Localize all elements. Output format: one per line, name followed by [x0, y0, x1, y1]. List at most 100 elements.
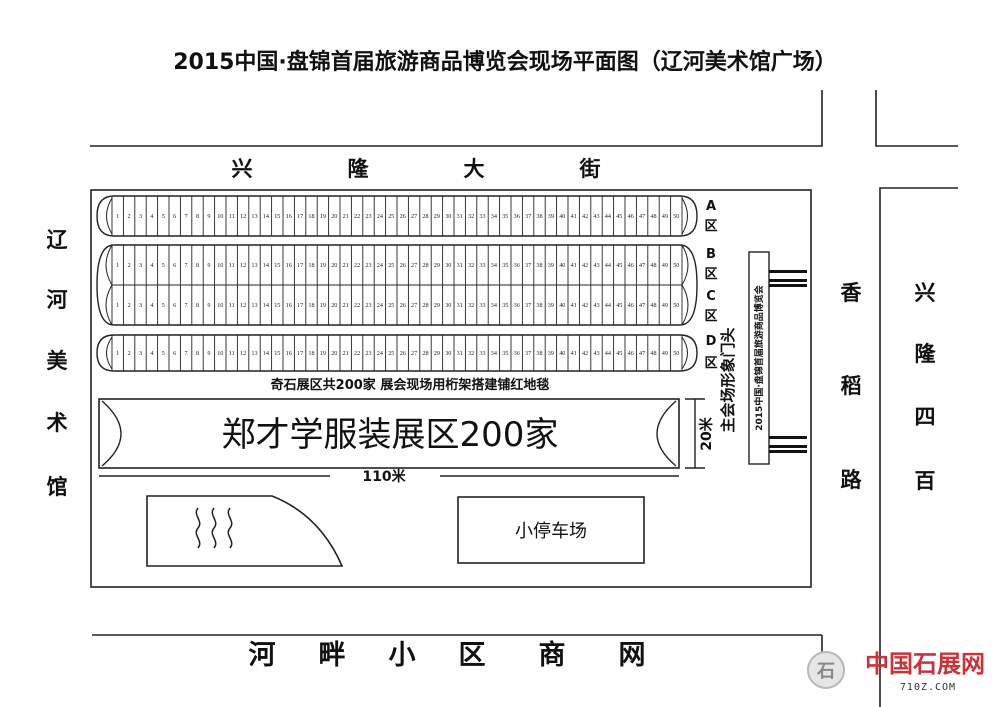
gate-post-bar [769, 445, 807, 448]
booth-number: 47 [639, 262, 645, 269]
booth-number: 43 [593, 302, 599, 309]
booth-number: 9 [207, 302, 210, 309]
road-char: 稻 [841, 374, 862, 398]
zone-letter: D [706, 334, 717, 349]
booth-number: 47 [639, 350, 645, 357]
booth-number: 4 [150, 262, 153, 269]
booth-number: 21 [343, 350, 349, 357]
booth-number: 35 [502, 302, 508, 309]
booth-cap-curve [106, 336, 113, 370]
booth-number: 25 [388, 302, 394, 309]
booth-number: 26 [400, 262, 406, 269]
zone-b-label: B 区 [704, 247, 717, 282]
booth-number: 49 [662, 262, 668, 269]
booth-number: 32 [468, 262, 474, 269]
booth-number: 15 [274, 302, 280, 309]
watermark-logo-letter: 石 [816, 661, 835, 682]
booth-number: 5 [162, 302, 165, 309]
booth-number: 6 [173, 213, 176, 220]
booth-number: 22 [354, 350, 360, 357]
main-gate-label: 主会场形象门头 [719, 327, 737, 432]
booth-number: 20 [331, 350, 337, 357]
parking-label: 小停车场 [515, 521, 587, 542]
booth-number: 5 [162, 213, 165, 220]
booth-number: 36 [514, 213, 520, 220]
booth-number: 44 [605, 350, 611, 357]
zone-labels: A 区 B 区 C 区 D 区 [704, 199, 717, 371]
booth-number: 28 [422, 350, 428, 357]
gate-sign-text: 2015中国·盘锦首届旅游商品博览会 [753, 284, 765, 430]
booth-number: 37 [525, 262, 531, 269]
right-curve [656, 400, 677, 467]
gate-sign-frame [748, 251, 770, 465]
dimension-110m: 110米 [362, 468, 406, 485]
booth-number: 14 [263, 302, 269, 309]
booth-number: 43 [593, 350, 599, 357]
road-char: 辽 [47, 228, 69, 252]
booth-number: 46 [628, 302, 634, 309]
booth-number: 36 [514, 302, 520, 309]
booth-number: 12 [240, 262, 246, 269]
booth-number: 7 [185, 213, 188, 220]
road-char: 区 [459, 640, 486, 671]
zone-letter: C [706, 289, 716, 304]
booth-number: 12 [240, 350, 246, 357]
booth-number: 16 [286, 213, 292, 220]
booth-number: 42 [582, 302, 588, 309]
booth-number: 24 [377, 213, 383, 220]
booth-number: 31 [457, 302, 463, 309]
zone-letter: A [706, 199, 716, 214]
booth-number: 19 [320, 262, 326, 269]
booth-number: 50 [673, 302, 679, 309]
gate-posts [769, 270, 807, 453]
booth-number: 17 [297, 213, 303, 220]
booth-number: 27 [411, 302, 417, 309]
booth-number: 1 [116, 350, 119, 357]
road-char: 馆 [47, 475, 68, 499]
booth-number: 8 [196, 350, 199, 357]
booth-number: 17 [297, 350, 303, 357]
booth-number: 49 [662, 213, 668, 220]
booth-number: 16 [286, 350, 292, 357]
gate-sign-board: 2015中国·盘锦首届旅游商品博览会 [748, 251, 807, 465]
booth-number: 12 [240, 213, 246, 220]
road-hepan-commercial: 河 畔 小 区 商 网 [249, 640, 646, 671]
booth-number: 41 [571, 302, 577, 309]
booth-number: 19 [320, 350, 326, 357]
booth-number: 45 [616, 213, 622, 220]
road-liaohe-art-museum: 辽 河 美 术 馆 [47, 228, 69, 499]
booth-number: 13 [251, 262, 257, 269]
booth-number: 33 [479, 350, 485, 357]
booth-number: 25 [388, 262, 394, 269]
booth-number: 41 [571, 262, 577, 269]
booth-number: 11 [229, 262, 235, 269]
booth-cap-curve [106, 197, 113, 235]
booth-number: 1 [116, 213, 119, 220]
booth-number: 35 [502, 350, 508, 357]
booth-number: 43 [593, 262, 599, 269]
zone-letter: B [706, 247, 716, 262]
road-xinglong-street: 兴 隆 大 街 [232, 157, 601, 181]
booth-number: 18 [308, 213, 314, 220]
booth-number: 22 [354, 213, 360, 220]
booth-number: 17 [297, 302, 303, 309]
booth-number: 15 [274, 350, 280, 357]
booth-number: 1 [116, 262, 119, 269]
booth-number: 21 [343, 302, 349, 309]
road-char: 小 [389, 640, 416, 671]
booth-number: 3 [139, 302, 142, 309]
booth-number: 50 [673, 350, 679, 357]
booth-number: 26 [400, 350, 406, 357]
clothing-zone-label: 郑才学服装展区200家 [222, 415, 559, 455]
booth-number: 24 [377, 302, 383, 309]
booth-number: 16 [286, 302, 292, 309]
booth-number: 28 [422, 262, 428, 269]
stone-zone-note: 奇石展区共200家 展会现场用桁架搭建铺红地毯 [271, 377, 550, 393]
booth-number: 31 [457, 262, 463, 269]
road-char: 河 [249, 640, 276, 671]
booth-number: 10 [217, 213, 223, 220]
booth-number: 16 [286, 262, 292, 269]
clothing-zone: 郑才学服装展区200家 [98, 398, 680, 469]
booth-number: 13 [251, 350, 257, 357]
booth-number: 4 [150, 302, 153, 309]
